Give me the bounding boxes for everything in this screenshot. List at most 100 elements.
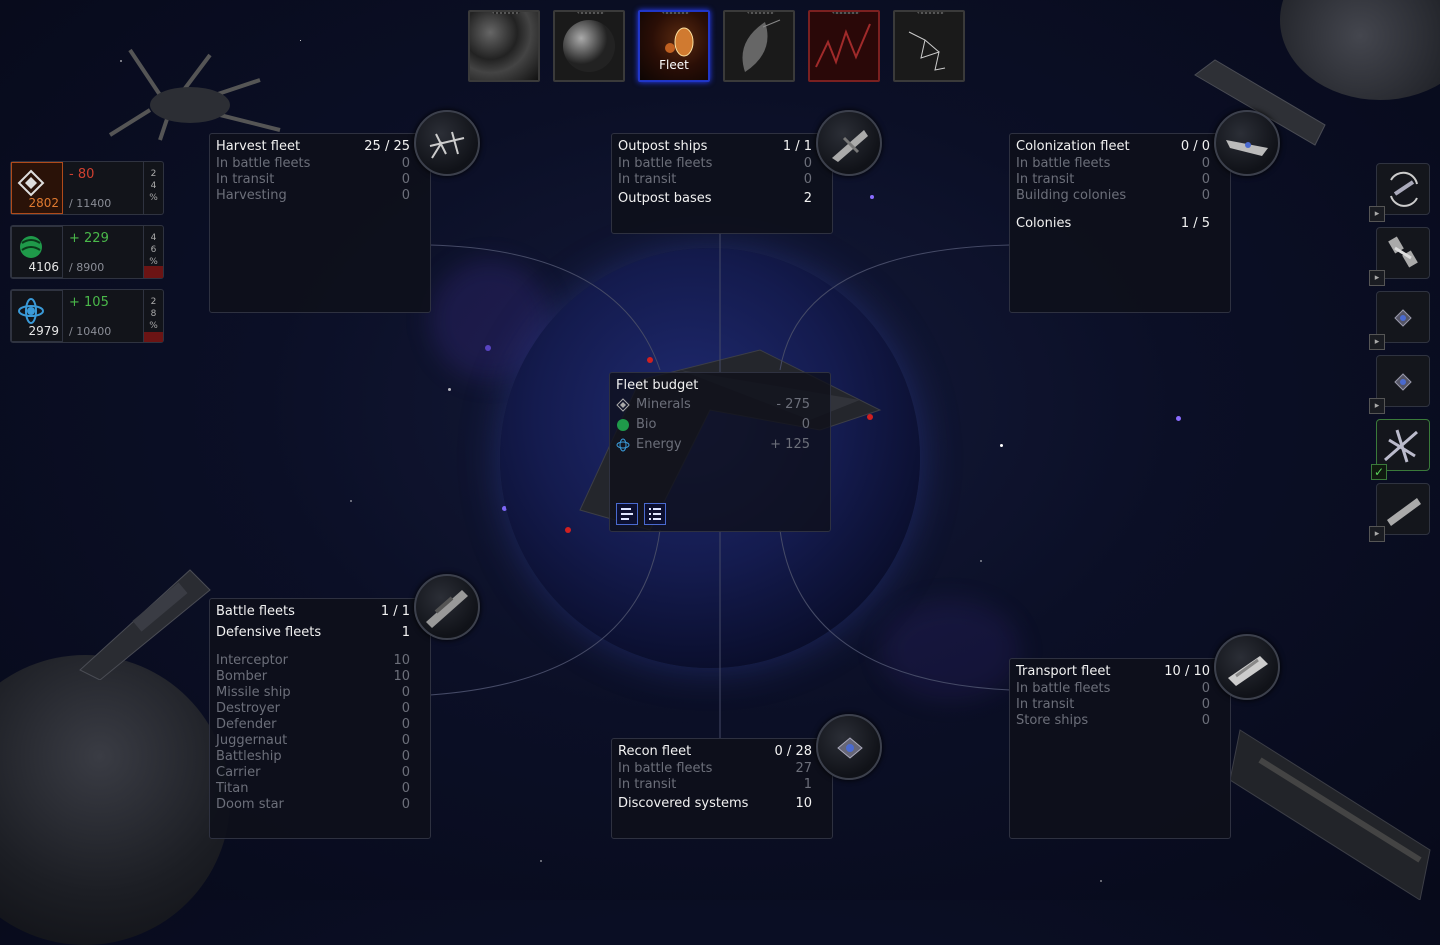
row-label: Destroyer <box>216 701 280 716</box>
row-label: In transit <box>618 777 677 792</box>
panel-title: Recon fleet <box>618 744 692 759</box>
row-label: Titan <box>216 781 249 796</box>
constellation-icon <box>908 31 946 71</box>
row-value: 0 <box>803 156 812 171</box>
tab-galaxy[interactable] <box>468 10 540 82</box>
spider-ship-decoration <box>108 48 281 141</box>
tab-constellation[interactable] <box>893 10 965 82</box>
row-value: 0 <box>1201 188 1210 203</box>
outpost-ship-badge[interactable] <box>816 110 882 176</box>
row-value: 0 <box>1201 697 1210 712</box>
panel-count: 0 / 28 <box>774 744 812 759</box>
checkbox-checked-icon[interactable]: ✓ <box>1371 464 1387 480</box>
transport-fleet-panel[interactable]: Transport fleet 10 / 10 In battle fleets 0… <box>1009 658 1231 839</box>
sidebar-drone-1[interactable]: ▸ <box>1369 291 1430 350</box>
expand-arrow-icon[interactable]: ▸ <box>1369 526 1385 542</box>
sidebar-drone-2[interactable]: ▸ <box>1369 355 1430 414</box>
tab-economy[interactable] <box>808 10 880 82</box>
panel-title: Fleet budget <box>616 378 699 393</box>
panel-count: 25 / 25 <box>364 139 410 154</box>
resource-energy[interactable]: + 105 2979 / 10400 2 8 % <box>10 289 164 343</box>
expand-arrow-icon[interactable]: ▸ <box>1369 270 1385 286</box>
row-label: Colonies <box>1016 216 1072 231</box>
panel-title: Transport fleet <box>1016 664 1111 679</box>
budget-list-button[interactable] <box>644 503 666 525</box>
row-value: + 125 <box>770 437 810 452</box>
pct-digit: 8 <box>150 309 157 319</box>
tab-label-fleet: Fleet <box>659 58 689 72</box>
ship-bottom-left-decoration <box>79 569 211 680</box>
row-value: 0 <box>401 188 410 203</box>
atom-icon <box>11 290 63 342</box>
sidebar-fleet-cycle[interactable]: ▸ <box>1369 163 1430 222</box>
row-label: Defender <box>216 717 277 732</box>
resource-delta: + 105 <box>69 295 109 310</box>
row-label: Juggernaut <box>216 733 288 748</box>
colony-ship-badge[interactable] <box>1214 110 1280 176</box>
ship-bottom-right-decoration <box>1230 729 1431 900</box>
row-value: 0 <box>401 717 410 732</box>
row-label: In transit <box>1016 172 1075 187</box>
row-value: 0 <box>801 417 810 432</box>
row-label: Defensive fleets <box>216 625 322 640</box>
sidebar-interceptor[interactable]: ✓ <box>1371 419 1430 480</box>
expand-arrow-icon[interactable]: ▸ <box>1369 398 1385 414</box>
row-label: Minerals <box>636 397 691 412</box>
tab-research[interactable] <box>723 10 795 82</box>
budget-allocation-button[interactable] <box>616 503 638 525</box>
resource-bio[interactable]: + 229 4106 / 8900 4 6 % <box>10 225 164 279</box>
row-label: Battleship <box>216 749 282 764</box>
row-label: In transit <box>618 172 677 187</box>
tab-fleet[interactable]: Fleet <box>638 10 710 82</box>
harvester-ship-badge[interactable] <box>414 110 480 176</box>
row-label: Missile ship <box>216 685 291 700</box>
resource-current: 2979 <box>28 324 59 338</box>
tab-planet[interactable] <box>553 10 625 82</box>
resource-delta: - 80 <box>69 167 95 182</box>
panel-count: 10 / 10 <box>1164 664 1210 679</box>
expand-arrow-icon[interactable]: ▸ <box>1369 206 1385 222</box>
tab-grip <box>747 12 775 14</box>
sidebar-satellite[interactable]: ▸ <box>1369 227 1430 286</box>
row-label: In battle fleets <box>1016 156 1111 171</box>
battleship-badge[interactable] <box>414 574 480 640</box>
tab-grip <box>577 12 605 14</box>
pct-sign: % <box>149 193 158 203</box>
row-label: Harvesting <box>216 188 287 203</box>
row-value: 2 <box>803 191 812 206</box>
top-tab-bar: Fleet <box>468 10 965 82</box>
row-label: Outpost bases <box>618 191 712 206</box>
pct-digit: 6 <box>150 245 157 255</box>
drone-icon <box>1394 373 1412 391</box>
pct-digit: 4 <box>150 233 157 243</box>
row-label: In battle fleets <box>1016 681 1111 696</box>
chart-trend-icon <box>815 23 871 68</box>
row-label: Energy <box>636 437 682 452</box>
row-label: Interceptor <box>216 653 289 668</box>
expand-arrow-icon[interactable]: ▸ <box>1369 334 1385 350</box>
resource-minerals[interactable]: - 80 2802 / 11400 2 4 % <box>10 161 164 215</box>
planet-icon <box>563 20 615 72</box>
row-value: 0 <box>401 172 410 187</box>
resource-percent: 4 6 % <box>143 226 163 278</box>
row-value: 0 <box>1201 681 1210 696</box>
atom-icon <box>616 438 630 451</box>
row-value: 0 <box>401 685 410 700</box>
tab-grip <box>917 12 945 14</box>
sidebar-outpost-ship[interactable]: ▸ <box>1369 483 1430 542</box>
row-label: Doom star <box>216 797 284 812</box>
dish-icon <box>742 19 781 72</box>
row-value: 1 <box>803 777 812 792</box>
colony-ship-icon <box>1226 140 1268 156</box>
diamond-icon <box>11 162 63 214</box>
connector-lines <box>429 234 1011 738</box>
transport-ship-badge[interactable] <box>1214 634 1280 700</box>
harvester-icon <box>429 131 465 159</box>
recon-ship-badge[interactable] <box>816 714 882 780</box>
